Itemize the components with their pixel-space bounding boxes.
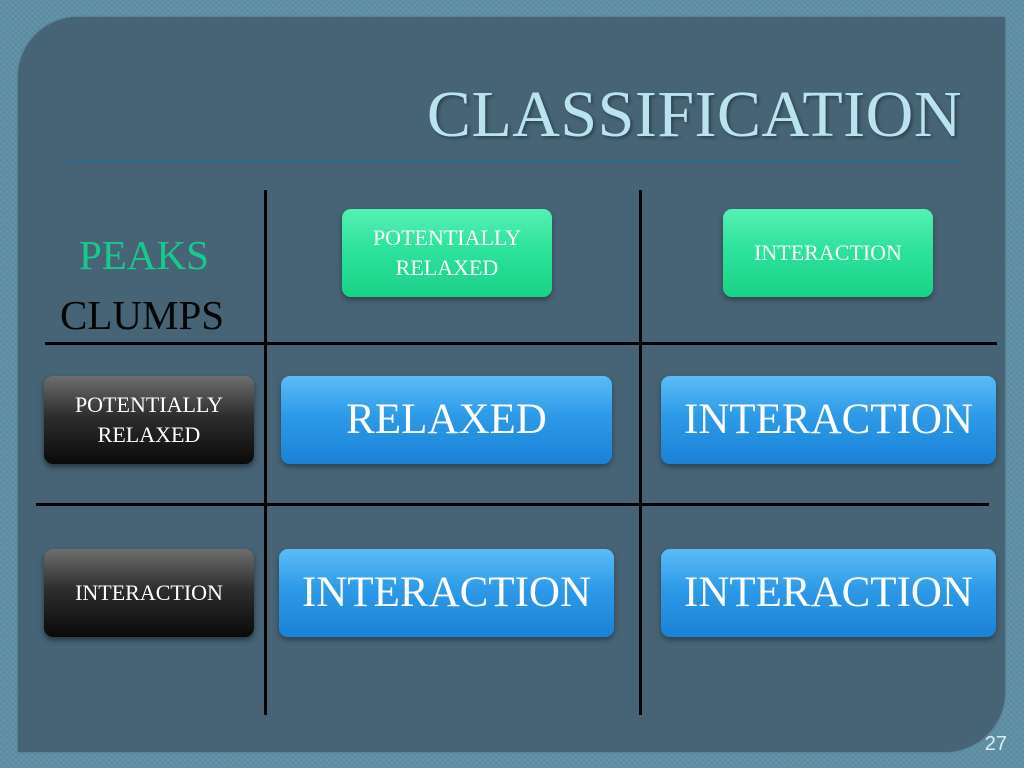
column-header-label: POTENTIALLY RELAXED xyxy=(372,225,522,280)
row-header-interaction: INTERACTION xyxy=(44,549,254,637)
cell-label: INTERACTION xyxy=(683,569,973,616)
grid-line-horizontal-1 xyxy=(45,342,997,345)
clumps-axis-label: CLUMPS xyxy=(60,292,225,338)
title-divider xyxy=(66,160,962,162)
cell-label: INTERACTION xyxy=(301,569,591,616)
grid-line-vertical-1 xyxy=(264,190,267,715)
column-header-potentially-relaxed: POTENTIALLY RELAXED xyxy=(342,209,552,297)
row-header-label: INTERACTION xyxy=(75,580,223,605)
slide-title: CLASSIFICATION xyxy=(426,78,962,151)
cell-label: INTERACTION xyxy=(683,396,973,443)
row-header-potentially-relaxed: POTENTIALLY RELAXED xyxy=(44,376,254,464)
cell-interaction: INTERACTION xyxy=(279,549,614,637)
slide-number: 27 xyxy=(984,733,1007,755)
grid-line-horizontal-2 xyxy=(36,503,989,506)
peaks-axis-label: PEAKS xyxy=(79,232,209,278)
column-header-interaction: INTERACTION xyxy=(723,209,933,297)
cell-interaction: INTERACTION xyxy=(661,549,996,637)
column-header-label: INTERACTION xyxy=(754,240,902,265)
grid-line-vertical-2 xyxy=(639,190,642,715)
row-header-label: POTENTIALLY RELAXED xyxy=(74,392,224,447)
cell-interaction: INTERACTION xyxy=(661,376,996,464)
cell-label: RELAXED xyxy=(346,396,547,443)
cell-relaxed: RELAXED xyxy=(281,376,612,464)
